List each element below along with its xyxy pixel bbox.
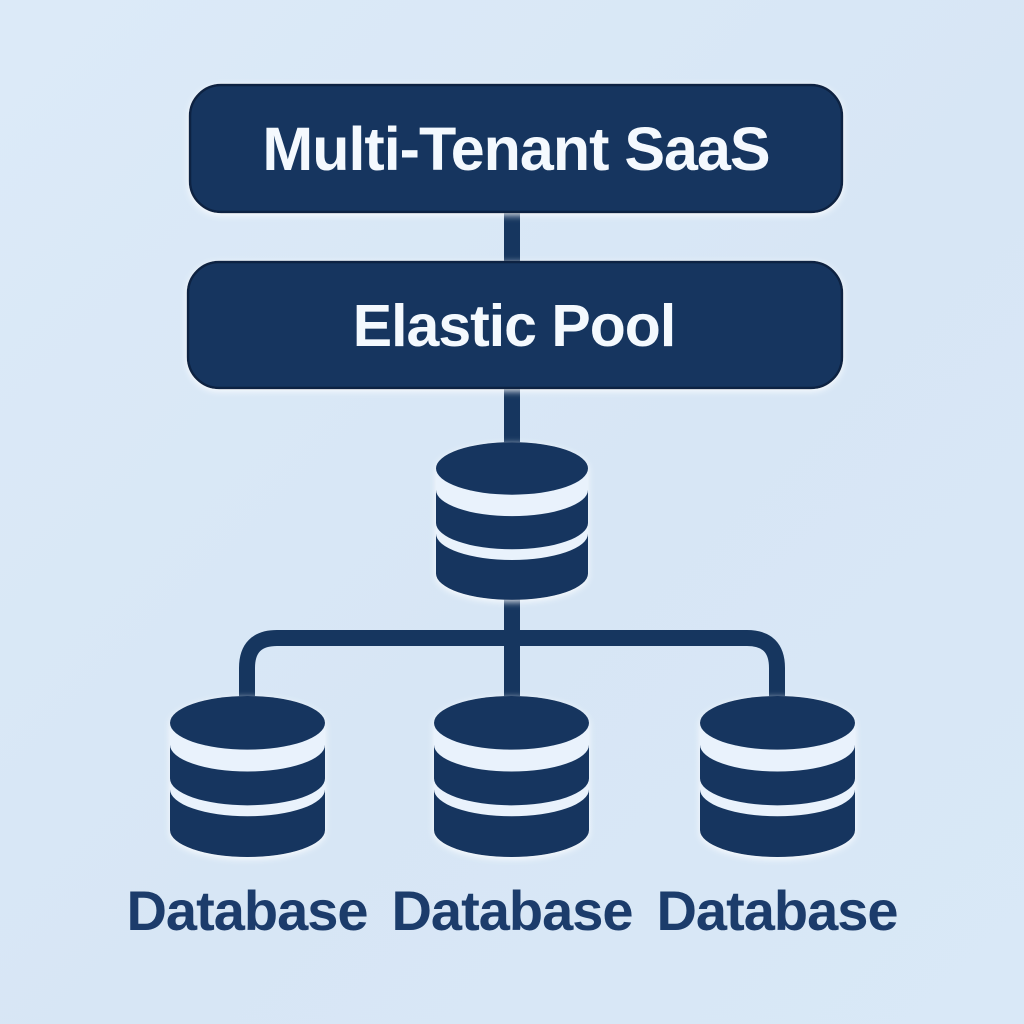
pool-database-icon (436, 442, 588, 600)
database-label-3: Database (656, 879, 897, 942)
multi-tenant-saas-label: Multi-Tenant SaaS (262, 115, 769, 183)
multi-tenant-saas-node: Multi-Tenant SaaS (188, 83, 844, 214)
multi-tenant-saas-box (188, 83, 844, 214)
tenant-database-labels: Database Database Database (126, 879, 898, 942)
database-label-1: Database (126, 879, 367, 942)
database-label-2: Database (391, 879, 632, 942)
elastic-pool-label: Elastic Pool (353, 293, 675, 359)
tenant-database-row (170, 696, 855, 857)
elastic-pool-node: Elastic Pool (186, 260, 844, 390)
tenant-database-icon-3 (700, 696, 855, 857)
tenant-database-icon-2 (434, 696, 589, 857)
edge-branch (239, 630, 785, 706)
elastic-pool-box (186, 260, 844, 390)
tenant-database-icon-1 (170, 696, 325, 857)
